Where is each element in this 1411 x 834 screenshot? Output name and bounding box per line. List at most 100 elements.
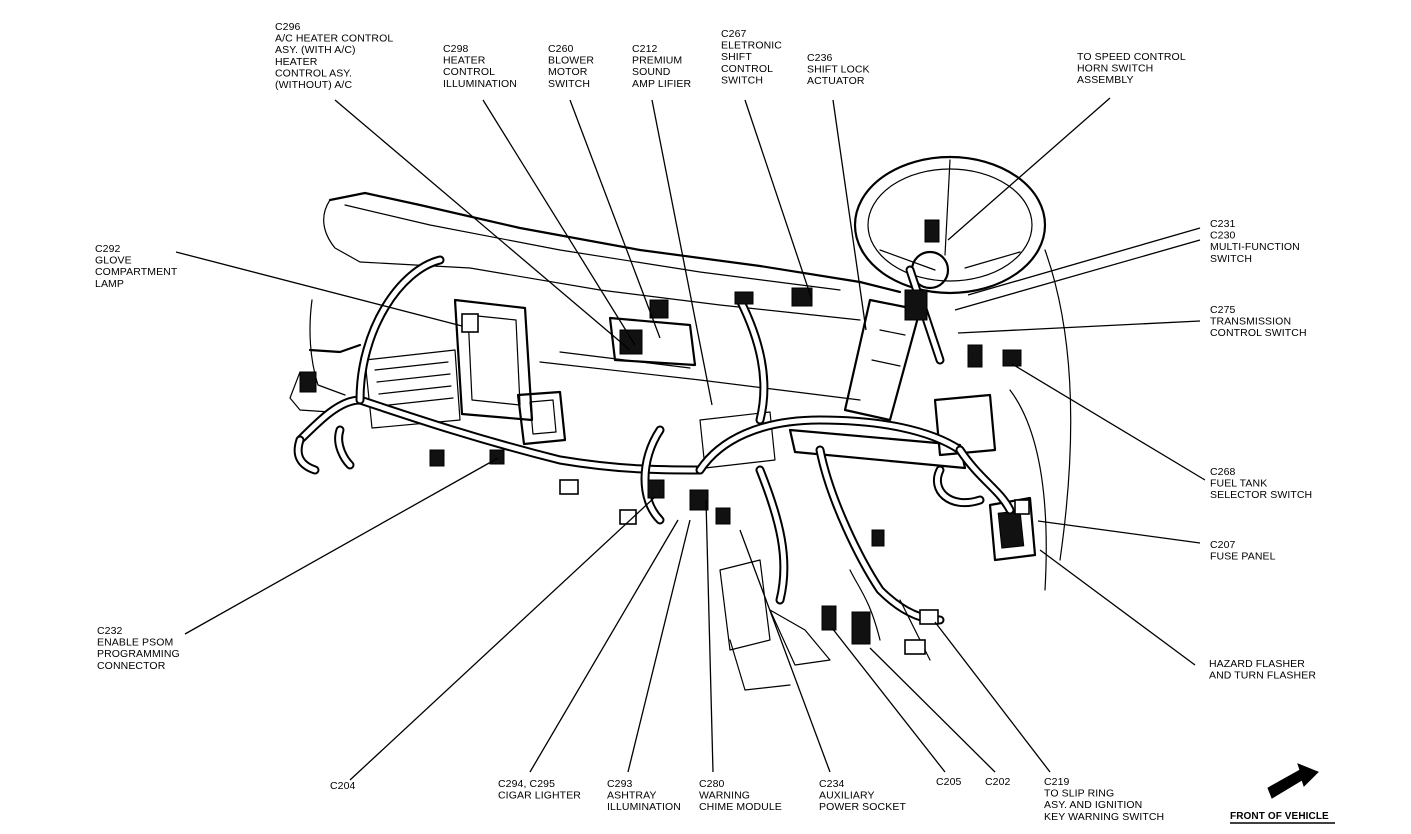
label-line: C280: [699, 778, 725, 790]
label-line: TO SPEED CONTROL: [1077, 51, 1186, 63]
connectors: [299, 219, 1030, 655]
label-line: CHIME MODULE: [699, 801, 782, 813]
label-line: AUXILIARY: [819, 790, 875, 802]
label-line: C268: [1210, 466, 1236, 478]
leader-c219: [934, 621, 1051, 773]
label-line: C298: [443, 43, 469, 55]
label-line: C275: [1210, 304, 1236, 316]
instrument-panel-illustration: [289, 155, 1072, 691]
label-line: AND TURN FLASHER: [1209, 670, 1316, 682]
label-line: FUEL TANK: [1210, 478, 1267, 490]
leader-c232: [184, 457, 499, 635]
label-line: SHIFT LOCK: [807, 64, 870, 76]
label-line: GLOVE: [95, 255, 132, 267]
label-line: C205: [936, 776, 962, 788]
leader-c204: [349, 496, 656, 781]
label-line: C234: [819, 778, 845, 790]
label-line: C260: [548, 43, 574, 55]
label-line: ASHTRAY: [607, 790, 657, 802]
label-line: LAMP: [95, 278, 124, 290]
leader-lines: [175, 97, 1206, 781]
label-line: PROGRAMMING: [97, 648, 180, 660]
label-line: HORN SWITCH: [1077, 63, 1153, 75]
label-line: ACTUATOR: [807, 75, 865, 87]
label-line: ASSEMBLY: [1077, 74, 1134, 86]
leader-c275: [957, 320, 1201, 334]
leader-c260: [569, 99, 661, 339]
label-line: ENABLE PSOM: [97, 637, 173, 649]
leader-c236: [832, 99, 867, 331]
label-line: CONTROL: [443, 66, 495, 78]
leader-c292: [175, 251, 463, 327]
label-line: COMPARTMENT: [95, 266, 178, 278]
label-line: C231: [1210, 218, 1236, 230]
label-line: CONTROL SWITCH: [1210, 327, 1307, 339]
leader-c293: [627, 519, 691, 773]
label-line: PREMIUM: [632, 55, 682, 67]
label-line: C293: [607, 778, 633, 790]
label-line: MULTI-FUNCTION: [1210, 241, 1300, 253]
label-line: CONTROL: [721, 63, 773, 75]
leader-c294: [529, 519, 679, 773]
label-line: CIGAR LIGHTER: [498, 790, 581, 802]
label-c202: C202: [985, 776, 1011, 788]
label-line: SWITCH: [721, 74, 763, 86]
label-line: BLOWER: [548, 55, 594, 67]
label-line: SHIFT: [721, 51, 752, 63]
front-of-vehicle-label: FRONT OF VEHICLE: [1230, 811, 1329, 822]
label-line: HEATER: [443, 55, 486, 67]
label-line: C232: [97, 625, 123, 637]
leader-c268: [1011, 363, 1206, 481]
label-line: (WITHOUT) A/C: [275, 79, 352, 91]
leader-c231-a: [967, 227, 1201, 296]
label-line: C267: [721, 28, 747, 40]
label-line: ILLUMINATION: [443, 78, 517, 90]
leader-c298: [482, 99, 636, 346]
label-line: ASY. (WITH A/C): [275, 44, 356, 56]
label-line: TO SLIP RING: [1044, 788, 1114, 800]
label-line: SWITCH: [1210, 253, 1252, 265]
leader-c205: [831, 627, 946, 773]
leader-c296: [334, 99, 631, 351]
label-line: WARNING: [699, 790, 750, 802]
label-line: A/C HEATER CONTROL: [275, 33, 393, 45]
label-line: C219: [1044, 776, 1070, 788]
label-line: C236: [807, 52, 833, 64]
label-line: AMP LIFIER: [632, 78, 691, 90]
label-line: C294, C295: [498, 778, 555, 790]
label-line: HAZARD FLASHER: [1209, 658, 1305, 670]
leader-c280: [705, 499, 714, 773]
label-line: CONTROL ASY.: [275, 67, 352, 79]
label-line: C296: [275, 21, 301, 33]
leader-c202: [869, 647, 996, 773]
label-line: C202: [985, 776, 1011, 788]
label-line: C212: [632, 43, 658, 55]
leader-c212: [651, 99, 713, 406]
label-line: SWITCH: [548, 78, 590, 90]
leader-speed-control: [947, 97, 1111, 241]
front-of-vehicle-indicator: FRONT OF VEHICLE: [1230, 763, 1335, 824]
leader-c231-b: [954, 239, 1201, 311]
label-line: C207: [1210, 539, 1236, 551]
label-line: POWER SOCKET: [819, 801, 906, 813]
label-line: SELECTOR SWITCH: [1210, 489, 1312, 501]
steering-wheel-icon: [853, 155, 1047, 295]
